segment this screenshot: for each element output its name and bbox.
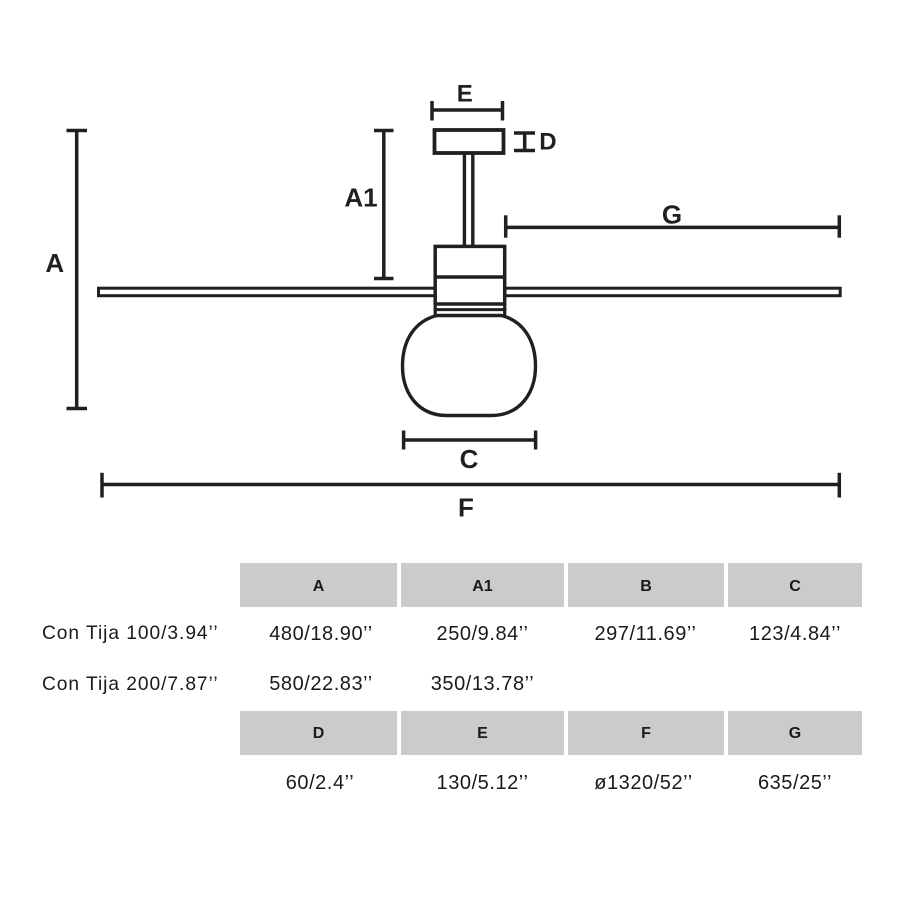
svg-text:A: A [45, 248, 64, 278]
svg-text:C: C [460, 444, 479, 474]
svg-text:E: E [457, 80, 473, 107]
svg-text:F: F [458, 493, 474, 523]
svg-text:D: D [539, 129, 556, 156]
svg-text:G: G [662, 200, 682, 230]
svg-text:A1: A1 [344, 183, 377, 213]
